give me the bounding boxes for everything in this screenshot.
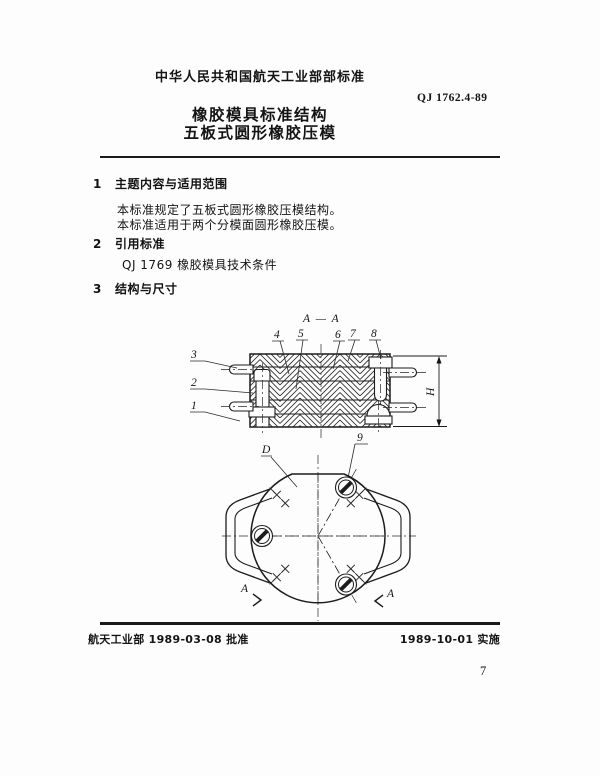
left-bolt	[248, 363, 276, 433]
document-title-line2: 五板式圆形橡胶压模	[183, 124, 337, 142]
section-1-paragraph-1: 本标准规定了五板式圆形橡胶压模结构。	[117, 203, 343, 217]
part-label-2: 2	[191, 377, 197, 389]
dim-height-label: H	[425, 387, 437, 397]
header-rule	[100, 156, 500, 158]
part-label-9: 9	[357, 432, 363, 444]
authority-line: 中华人民共和国航天工业部部标准	[154, 70, 365, 85]
plan-screws	[250, 476, 358, 596]
section-cut-marks: A A	[240, 583, 395, 608]
left-handle	[225, 488, 273, 584]
part-label-3: 3	[190, 349, 197, 361]
section-2-reference: QJ 1769 橡胶模具技术条件	[122, 258, 278, 272]
right-handle	[363, 488, 411, 584]
document-title-line1: 橡胶模具标准结构	[191, 106, 328, 124]
part-label-5: 5	[298, 328, 304, 340]
datum-leader	[261, 455, 298, 488]
technical-drawing: A — A	[190, 313, 447, 621]
footer-rule	[100, 622, 500, 625]
section-view-title: A — A	[302, 313, 340, 325]
section-2-number: 2	[93, 237, 102, 251]
standard-number: QJ 1762.4-89	[417, 92, 488, 104]
section-view: A — A	[190, 313, 447, 479]
section-3-heading: 3 结构与尺寸	[93, 280, 178, 297]
section-1-title: 主题内容与适用范围	[115, 177, 228, 191]
part-label-7: 7	[350, 328, 357, 340]
section-1-paragraph-2: 本标准适用于两个分模面圆形橡胶压模。	[117, 218, 343, 232]
screw-left	[250, 524, 274, 548]
plan-view: D A A	[222, 444, 416, 621]
section-3-number: 3	[93, 282, 102, 296]
part-label-6: 6	[335, 329, 341, 341]
part-label-1: 1	[191, 400, 197, 412]
section-2-heading: 2 引用标准	[93, 235, 165, 252]
screw-bottom-right	[334, 573, 358, 596]
guide-pins	[221, 364, 427, 413]
section-mark-right: A	[386, 588, 395, 600]
page-number: 7	[480, 664, 487, 678]
height-dimension: H	[393, 355, 447, 427]
datum-label-d: D	[261, 444, 271, 456]
screw-top-right	[334, 476, 358, 499]
implementation-note: 1989-10-01 实施	[399, 633, 500, 646]
part-label-8: 8	[371, 328, 377, 340]
section-3-title: 结构与尺寸	[115, 282, 178, 296]
approval-note: 航天工业部 1989-03-08 批准	[88, 633, 249, 646]
section-1-number: 1	[93, 177, 102, 191]
part-callouts: 3 2 1 4 5 6 7 8 9	[190, 328, 382, 479]
part-label-4: 4	[274, 329, 280, 341]
match-marks	[272, 490, 364, 582]
section-mark-left: A	[240, 583, 249, 595]
section-1-heading: 1 主题内容与适用范围	[93, 175, 228, 192]
mold-plates	[249, 353, 391, 428]
mold-body-circle	[250, 473, 386, 604]
right-bolt	[368, 350, 393, 407]
section-2-title: 引用标准	[115, 237, 166, 251]
